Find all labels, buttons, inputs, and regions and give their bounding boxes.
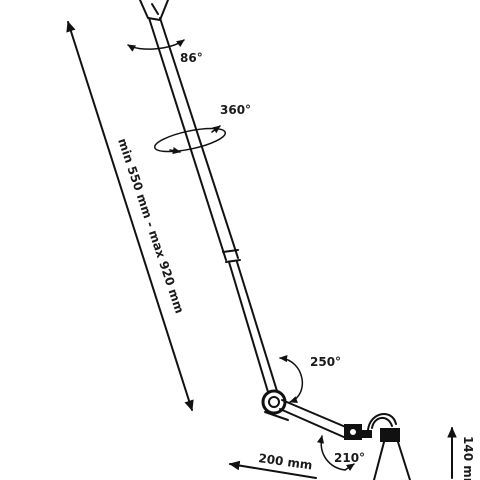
reach-dimension (228, 460, 317, 479)
label-86-degrees: 86° (180, 51, 203, 65)
label-360-degrees: 360° (220, 103, 251, 117)
rotation-210-indicator (316, 435, 355, 471)
wall-bracket (139, 0, 169, 21)
lower-arm (228, 261, 278, 393)
arm-length-dimension (66, 20, 194, 412)
label-210-degrees: 210° (334, 451, 365, 465)
shade-arm (279, 399, 349, 439)
rotation-360-indicator (153, 125, 227, 155)
label-shade-height: 140 mm (461, 436, 475, 480)
shade-joint (344, 424, 372, 440)
label-arm-length: min 550 mm - max 920 mm (115, 137, 187, 316)
label-250-degrees: 250° (310, 355, 341, 369)
lamp-shade (367, 413, 411, 480)
elbow-joint (261, 389, 289, 421)
rotation-250-indicator (279, 354, 304, 404)
